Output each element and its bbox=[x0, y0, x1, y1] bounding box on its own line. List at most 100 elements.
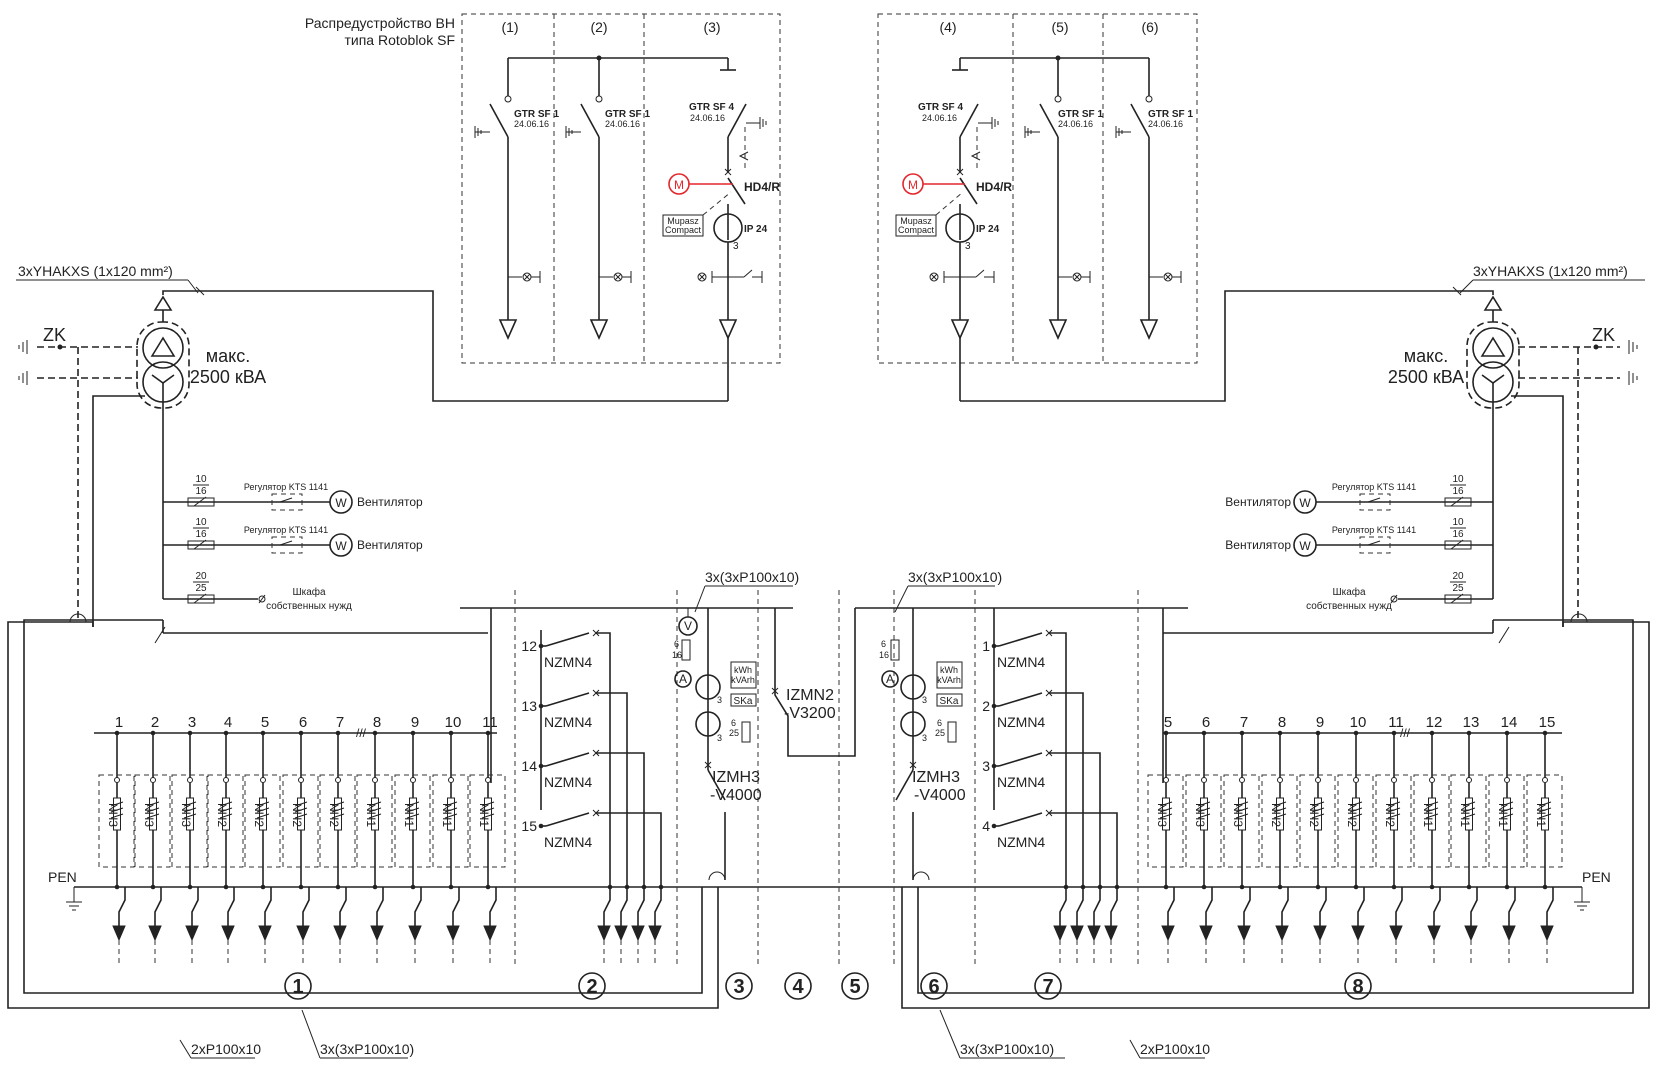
svg-text:kVArh: kVArh bbox=[731, 675, 755, 685]
fan-icon: W bbox=[1299, 496, 1311, 510]
cell-4-breaker-type: HD4/R bbox=[976, 180, 1012, 194]
fan-label: Вентилятор bbox=[1225, 538, 1291, 552]
fuse-size-label: NH2 bbox=[1269, 803, 1283, 827]
feeder-number: 5 bbox=[1164, 714, 1172, 731]
svg-text:10: 10 bbox=[1452, 474, 1464, 485]
feeder-number: 7 bbox=[1240, 714, 1248, 731]
breaker-type: NZMN4 bbox=[544, 714, 592, 730]
svg-text:16: 16 bbox=[672, 650, 682, 660]
incomer-left-type: IZMH3 bbox=[712, 769, 760, 786]
cell-label-1: (1) bbox=[501, 19, 518, 35]
svg-text:25: 25 bbox=[1452, 583, 1464, 594]
cell-1-switch-date: 24.06.16 bbox=[514, 119, 549, 129]
svg-text:6: 6 bbox=[937, 718, 942, 728]
svg-text:///: /// bbox=[356, 726, 367, 740]
cell-2-switch-type: GTR SF 1 bbox=[605, 109, 650, 120]
svg-text:1: 1 bbox=[292, 976, 303, 998]
fuse-size-label: NH3 bbox=[1155, 803, 1169, 827]
aux-right: 10 16 10 16 20 25 Регулятор KTS 1141 Рег… bbox=[1225, 474, 1493, 612]
fuse-size-label: NH3 bbox=[142, 803, 156, 827]
svg-text:25: 25 bbox=[935, 728, 945, 738]
feeder-number: 8 bbox=[1278, 714, 1286, 731]
cell-6-switch: GTR SF 1 24.06.16 bbox=[1115, 58, 1193, 340]
fuse-size-label: NH3 bbox=[1231, 803, 1245, 827]
feeder-number: 10 bbox=[445, 714, 462, 731]
cable-label-left: 3xYHAKXS (1x120 mm²) bbox=[18, 263, 173, 279]
svg-text:25: 25 bbox=[195, 583, 207, 594]
bus-label-3x-mid-left: 3x(3xP100x10) bbox=[705, 569, 799, 585]
svg-text:///: /// bbox=[1400, 726, 1411, 740]
section-number-8: 8 bbox=[1344, 972, 1372, 1000]
feeder-number: 6 bbox=[1202, 714, 1210, 731]
hv-switchgear-right: (4) (5) (6) GTR SF 4 24.06.16 M HD4/R bbox=[877, 13, 1198, 401]
section-number-2: 2 bbox=[578, 972, 606, 1000]
fuse-size-label: NH1 bbox=[440, 803, 454, 827]
svg-text:8: 8 bbox=[1352, 976, 1363, 998]
fan-icon: W bbox=[1299, 539, 1311, 553]
feeders-right: /// 5NH36NH37NH38NH29NH210NH211NH212NH11… bbox=[1147, 608, 1563, 965]
breaker-type: NZMN4 bbox=[997, 714, 1045, 730]
fan-icon: W bbox=[335, 539, 347, 553]
main-busbar-loops: 2xP100x10 3x(3xP100x10) 3x(3xP100x10) 2x… bbox=[7, 613, 1650, 1059]
svg-text:6: 6 bbox=[731, 718, 736, 728]
pen-bar: PEN PEN bbox=[48, 869, 1611, 911]
pen-label-left: PEN bbox=[48, 869, 77, 885]
section-number-1: 1 bbox=[284, 972, 312, 1000]
transformer-rating-value: 2500 кВА bbox=[190, 367, 266, 387]
cell-4-ct: 3 bbox=[965, 241, 971, 252]
feeder-number: 8 bbox=[373, 714, 381, 731]
cell-6-switch-date: 24.06.16 bbox=[1148, 119, 1183, 129]
feeders-left: /// 1NH32NH33NH34NH25NH26NH27NH28NH19NH1… bbox=[94, 608, 506, 965]
breaker-number: 15 bbox=[521, 818, 537, 834]
regulator-label: Регулятор KTS 1141 bbox=[1332, 482, 1416, 492]
feeder-number: 7 bbox=[336, 714, 344, 731]
fuse-size-label: NH3 bbox=[1193, 803, 1207, 827]
transformer-rating-label: макс. bbox=[1404, 346, 1448, 366]
section-number-5: 5 bbox=[841, 972, 869, 1000]
aux-cabinet-label-2: собственных нужд bbox=[1306, 600, 1392, 612]
svg-text:3: 3 bbox=[717, 695, 722, 705]
ground-label-zk: ZK bbox=[43, 325, 66, 345]
breaker-number: 12 bbox=[521, 638, 537, 654]
cell-4-ip: IP 24 bbox=[976, 224, 1000, 235]
svg-text:3: 3 bbox=[922, 695, 927, 705]
svg-text:3: 3 bbox=[922, 733, 927, 743]
fan-label: Вентилятор bbox=[1225, 495, 1291, 509]
ska-module: SKa bbox=[940, 696, 959, 707]
feeder-number: 15 bbox=[1539, 714, 1556, 731]
transformer-rating-value: 2500 кВА bbox=[1388, 367, 1464, 387]
feeder-number: 12 bbox=[1426, 714, 1443, 731]
svg-text:16: 16 bbox=[1452, 486, 1464, 497]
transformer-left: макс. 2500 кВА ZK bbox=[18, 295, 266, 627]
cell-2-switch-date: 24.06.16 bbox=[605, 119, 640, 129]
voltmeter-icon: V bbox=[684, 619, 692, 633]
svg-text:20: 20 bbox=[195, 571, 207, 582]
aux-left: 10 16 10 16 20 25 Регулятор KTS 1141 Рег… bbox=[163, 474, 423, 612]
feeder-number: 14 bbox=[1501, 714, 1518, 731]
fan-icon: W bbox=[335, 496, 347, 510]
cell-label-5: (5) bbox=[1051, 19, 1068, 35]
breaker-number: 3 bbox=[982, 758, 990, 774]
fuse-size-label: NH2 bbox=[1383, 803, 1397, 827]
fuse-size-label: NH2 bbox=[252, 803, 266, 827]
relay-label-2: Compact bbox=[898, 225, 935, 235]
energy-meter-icon: kWh bbox=[940, 665, 958, 675]
fuse-size-label: NH2 bbox=[1307, 803, 1321, 827]
breaker-type: NZMN4 bbox=[544, 654, 592, 670]
cell-2-switch: GTR SF 1 24.06.16 bbox=[565, 58, 650, 340]
